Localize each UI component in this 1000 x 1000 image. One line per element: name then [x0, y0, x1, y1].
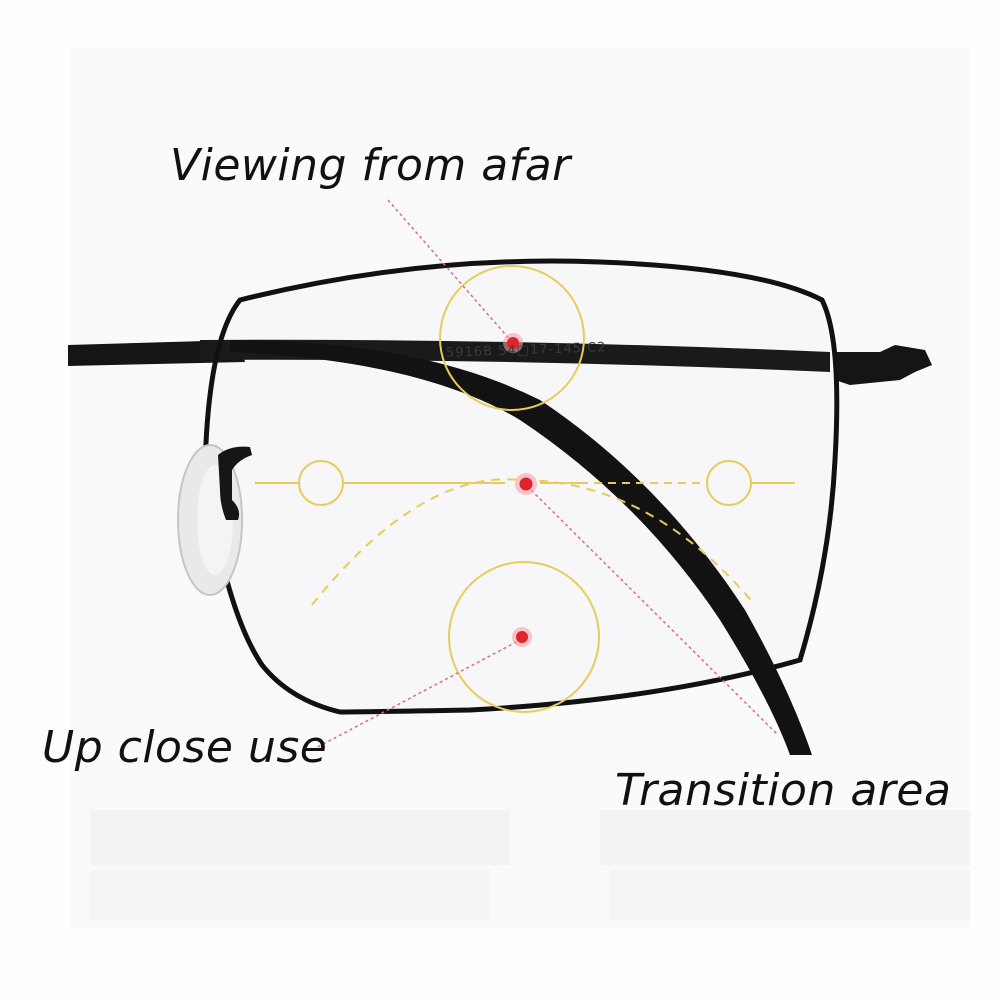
far-focus-dot	[507, 337, 519, 349]
focus-dots	[503, 333, 537, 647]
left-peripheral-circle	[298, 460, 344, 506]
far-vision-label: Viewing from afar	[170, 140, 571, 191]
near-zone-circle	[448, 561, 600, 713]
right-hinge	[835, 345, 932, 385]
far-leader-line	[387, 199, 513, 343]
transition-focus-dot	[519, 477, 533, 491]
near-focus-dot	[516, 631, 528, 643]
right-peripheral-circle	[706, 460, 752, 506]
near-vision-label: Up close use	[42, 722, 328, 773]
transition-area-label: Transition area	[615, 765, 952, 816]
temple-arm	[230, 340, 812, 755]
transition-arc	[311, 478, 756, 606]
far-zone-circle	[439, 265, 585, 411]
nose-pad	[177, 444, 252, 596]
transition-leader-line	[526, 485, 779, 736]
